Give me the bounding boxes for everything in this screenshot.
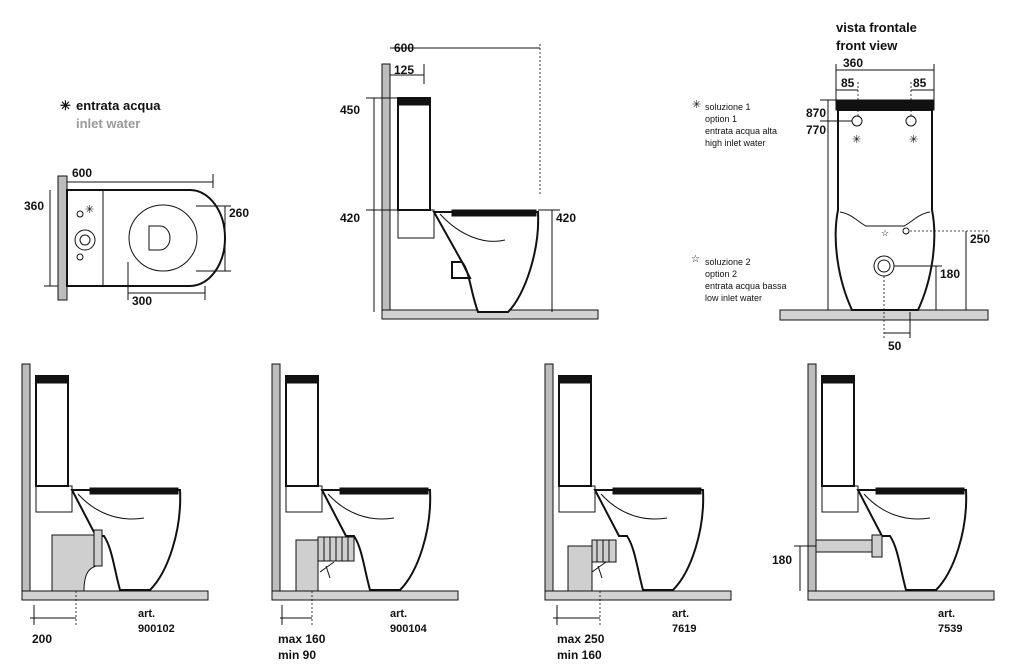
variant3-dim-max: max 250 [557,632,605,646]
dim-front-left: 85 [841,76,855,90]
inlet-legend: ✳ entrata acqua inlet water [60,98,161,131]
dim-front-tank: 770 [806,123,826,137]
dim-plan-seat: 260 [229,206,249,220]
legend-label-en: inlet water [76,116,140,131]
svg-text:☆: ☆ [691,254,700,265]
option1-line2: option 1 [705,114,737,124]
dim-side-tank: 125 [394,63,414,77]
legend-symbol: ✳ [60,98,71,113]
plan-seat [128,204,198,272]
variant2-art-label: art. [390,608,407,620]
variant2-dim-max: max 160 [278,632,326,646]
variant-7619: max 250 min 160 art. 7619 [544,363,732,662]
dim-side-lower: 420 [340,211,360,225]
dim-front-outlet: 180 [940,267,960,281]
dim-side-upper: 450 [340,103,360,117]
dim-side-rim: 420 [556,211,576,225]
dim-front-width: 360 [843,56,863,70]
front-title-it: vista frontale [836,20,917,35]
variant1-art-code: 900102 [138,623,175,635]
option1-line3: entrata acqua alta [705,126,777,136]
front-title-en: front view [836,38,898,53]
variant4-art-code: 7539 [938,623,962,635]
front-option1-icon-right: ✳ [909,134,918,146]
option1-line4: high inlet water [705,138,766,148]
variant3-pipe [591,539,617,563]
option1-line1: soluzione 1 [705,102,751,112]
dim-plan-width: 600 [72,166,92,180]
variant-7539: 180 art. 7539 [772,363,995,635]
variant3-art-label: art. [672,608,689,620]
svg-text:☆: ☆ [881,228,889,238]
option2-line4: low inlet water [705,293,762,303]
variant3-dim-min: min 160 [557,648,602,662]
dim-front-low-inlet: 250 [970,232,990,246]
variant4-pipe [815,539,877,553]
dim-front-total: 870 [806,106,826,120]
variant3-art-code: 7619 [672,623,696,635]
side-wall [381,63,391,320]
dim-front-offset: 50 [888,339,902,353]
variant-900104: max 160 min 90 art. 900104 [271,363,459,662]
dim-front-right: 85 [913,76,927,90]
option2-line1: soluzione 2 [705,257,751,267]
plan-wall [57,175,68,301]
variant1-pipe [51,534,97,592]
variant2-art-code: 900104 [390,623,428,635]
variant-900102: 200 art. 900102 [21,363,209,646]
plan-view: ✳ 600 360 260 300 [24,166,249,308]
variant4-dim: 180 [772,553,792,567]
variant1-art-label: art. [138,608,155,620]
dim-plan-depth: 360 [24,199,44,213]
variant4-art-label: art. [938,608,955,620]
side-view: 600 125 450 420 420 [340,41,599,320]
front-option1-icon-left: ✳ [852,134,861,146]
front-body [834,109,936,311]
option2-line2: option 2 [705,269,737,279]
dim-plan-axis: 300 [132,294,152,308]
option1-icon: ✳ [692,99,701,111]
plan-inlet-icon: ✳ [85,204,94,216]
option2-line3: entrata acqua bassa [705,281,787,291]
legend-label-it: entrata acqua [76,98,161,113]
front-cistern-lid [835,99,935,111]
variant1-dim: 200 [32,632,52,646]
side-bowl [432,211,540,313]
side-cistern [397,97,431,211]
variant2-dim-min: min 90 [278,648,316,662]
dim-side-depth: 600 [394,41,414,55]
front-view: vista frontale front view ✳ ✳ ☆ 360 85 8… [691,20,990,353]
front-floor [779,309,989,321]
